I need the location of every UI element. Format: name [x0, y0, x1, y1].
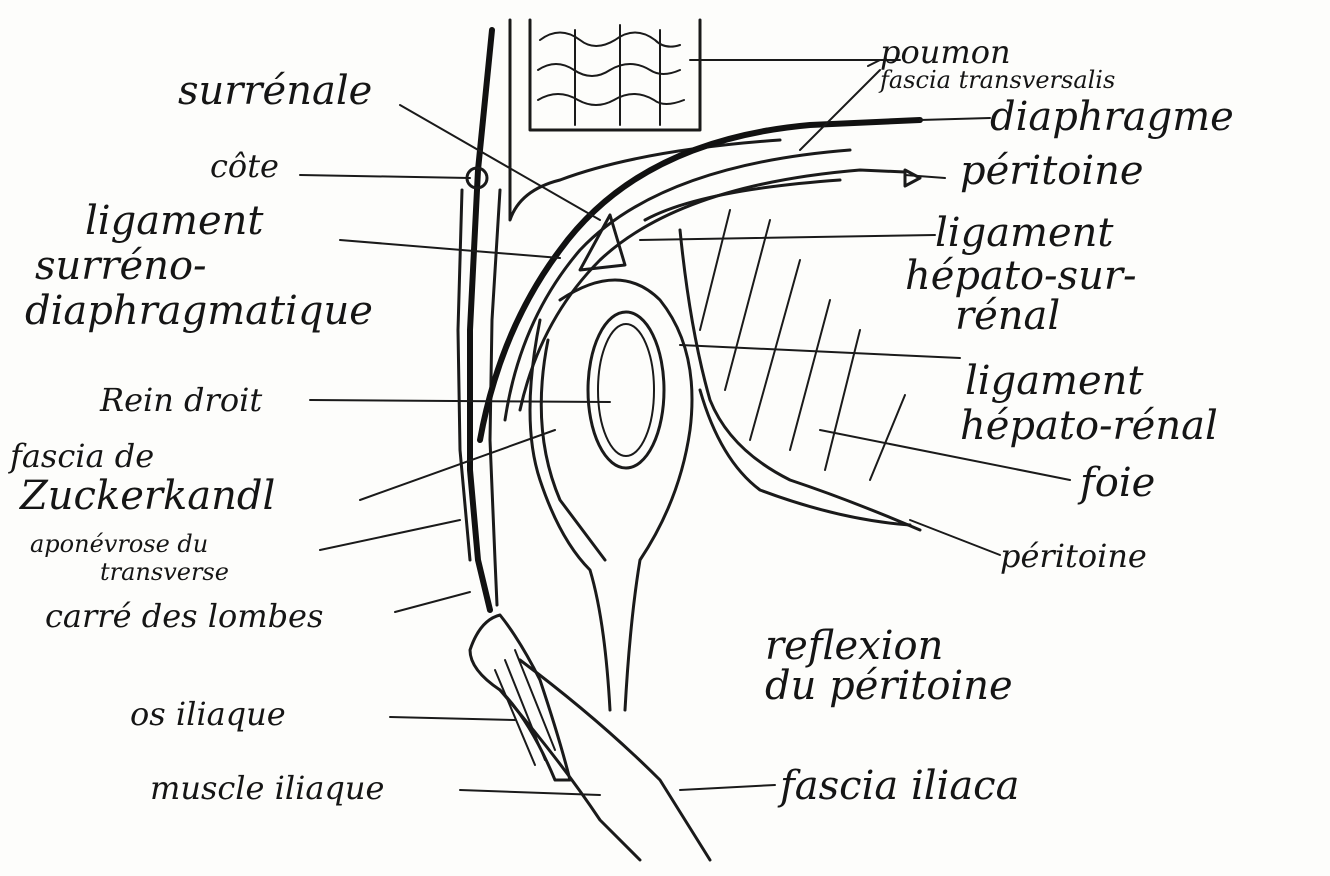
- label-ligament-hepato-sur-1: ligament: [935, 212, 1113, 254]
- peritoneum: [680, 230, 920, 530]
- liver-hatching: [700, 210, 905, 480]
- label-peritoine-top: péritoine: [960, 150, 1144, 192]
- label-aponevrose-1: aponévrose du: [30, 532, 208, 557]
- label-reflexion-2: du péritoine: [765, 665, 1013, 707]
- label-ligament-surreno-3: diaphragmatique: [25, 290, 373, 332]
- label-reflexion-1: reflexion: [765, 625, 943, 667]
- label-surrenale: surrénale: [178, 70, 372, 112]
- label-carre-des-lombes: carré des lombes: [45, 600, 323, 634]
- label-peritoine-right: péritoine: [1000, 540, 1147, 574]
- label-os-iliaque: os iliaque: [130, 698, 286, 732]
- iliac-fascia: [520, 660, 710, 860]
- label-ligament-hepato-renal-2: hépato-rénal: [960, 405, 1218, 447]
- label-cote: côte: [210, 150, 279, 184]
- label-fascia-iliaca: fascia iliaca: [780, 765, 1019, 807]
- label-fascia-zuckerkandl-2: Zuckerkandl: [20, 475, 275, 517]
- label-ligament-hepato-sur-3: rénal: [955, 295, 1060, 337]
- label-foie: foie: [1080, 462, 1155, 504]
- label-ligament-surreno-1: ligament: [85, 200, 263, 242]
- label-fascia-zuckerkandl-1: fascia de: [10, 440, 154, 474]
- label-poumon: poumon: [880, 36, 1011, 70]
- label-muscle-iliaque: muscle iliaque: [150, 772, 384, 806]
- lung-alveoli: [530, 20, 700, 130]
- body-wall: [470, 30, 492, 610]
- label-diaphragme: diaphragme: [990, 96, 1234, 138]
- label-ligament-surreno-2: surréno-: [35, 245, 207, 287]
- label-rein-droit: Rein droit: [100, 384, 262, 418]
- label-aponevrose-2: transverse: [100, 560, 229, 585]
- label-fascia-transversalis: fascia transversalis: [880, 68, 1115, 93]
- label-ligament-hepato-renal-1: ligament: [965, 360, 1143, 402]
- right-kidney: [588, 312, 664, 468]
- label-ligament-hepato-sur-2: hépato-sur-: [905, 255, 1136, 297]
